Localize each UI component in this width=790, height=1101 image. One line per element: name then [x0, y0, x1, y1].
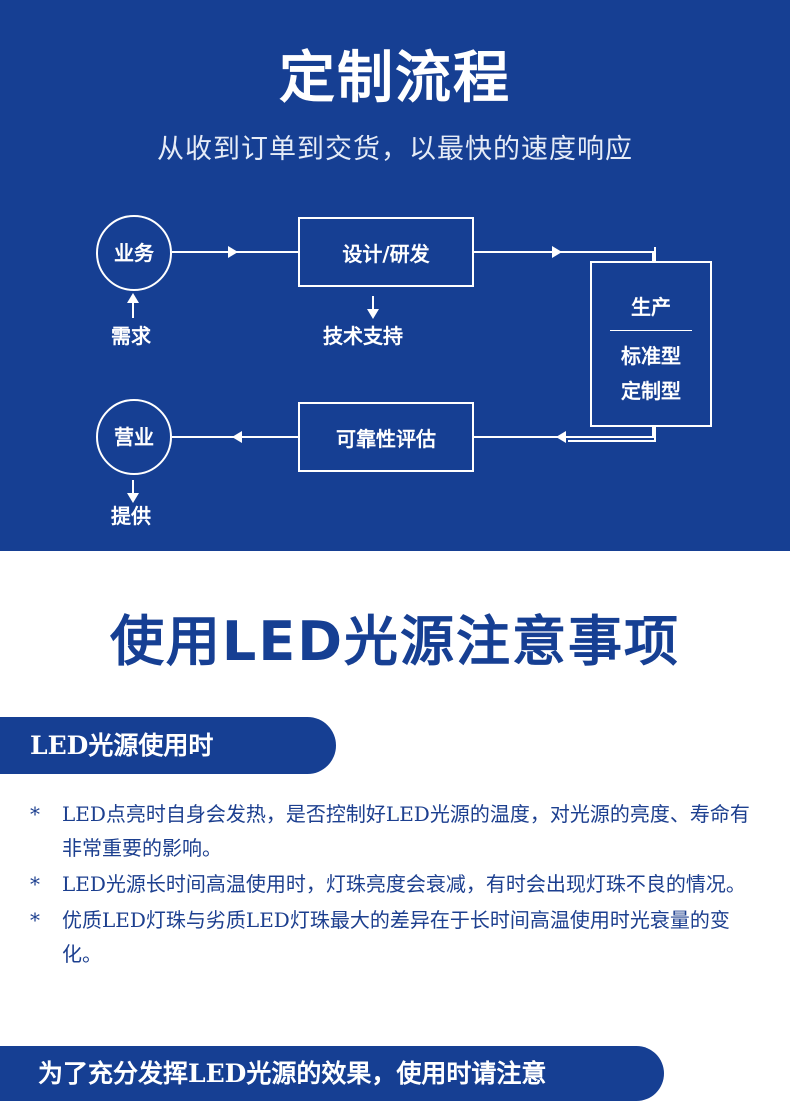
- node-reliability-label: 可靠性评估: [336, 426, 436, 451]
- list-item-text: LED光源长时间高温使用时，灯珠亮度会衰减，有时会出现灯珠不良的情况。: [62, 872, 746, 896]
- node-sales: 营业: [96, 399, 172, 475]
- node-design: 设计/研发: [298, 217, 474, 287]
- connector-design-production: [474, 251, 654, 261]
- list-item: * LED点亮时自身会发热，是否控制好LED光源的温度，对光源的亮度、寿命有非常…: [30, 797, 760, 865]
- node-business: 业务: [96, 215, 172, 291]
- node-production: 生产 标准型 定制型: [590, 261, 712, 427]
- bullet-star: *: [30, 802, 40, 826]
- production-divider: [610, 330, 692, 331]
- node-tech-support-label: 技术支持: [323, 324, 403, 348]
- bullet-star: *: [30, 872, 40, 896]
- node-provide-label: 提供: [111, 504, 151, 528]
- process-title: 定制流程: [279, 46, 511, 111]
- section1-banner: LED光源使用时: [0, 717, 336, 774]
- notice-heading: 使用LED光源注意事项: [109, 610, 681, 673]
- arrowhead-down-provide: [127, 493, 139, 503]
- arrowhead-up-demand: [127, 293, 139, 303]
- notice-list: * LED点亮时自身会发热，是否控制好LED光源的温度，对光源的亮度、寿命有非常…: [30, 797, 760, 973]
- bullet-star: *: [30, 908, 40, 932]
- process-section: 定制流程 从收到订单到交货，以最快的速度响应: [0, 0, 790, 551]
- arrowhead-left-2: [232, 431, 242, 443]
- section2-title: 为了充分发挥LED光源的效果，使用时请注意: [38, 1059, 547, 1088]
- process-subtitle: 从收到订单到交货，以最快的速度响应: [157, 134, 633, 165]
- section1-title: LED光源使用时: [30, 731, 214, 760]
- list-item-text: LED点亮时自身会发热，是否控制好LED光源的温度，对光源的亮度、寿命有非常重要…: [62, 802, 750, 860]
- node-standard-type: 标准型: [621, 344, 681, 368]
- connector-production-reliability: [474, 427, 654, 438]
- node-production-label: 生产: [631, 295, 671, 319]
- flow-connectors: [127, 246, 654, 503]
- list-item: * 优质LED灯珠与劣质LED灯珠最大的差异在于长时间高温使用时光衰量的变化。: [30, 903, 760, 971]
- arrowhead-left-1: [556, 431, 566, 443]
- node-design-label: 设计/研发: [342, 241, 430, 266]
- list-item-text: 优质LED灯珠与劣质LED灯珠最大的差异在于长时间高温使用时光衰量的变化。: [62, 908, 730, 966]
- arrowhead-right-2: [552, 246, 562, 258]
- list-item: * LED光源长时间高温使用时，灯珠亮度会衰减，有时会出现灯珠不良的情况。: [30, 867, 760, 901]
- node-reliability: 可靠性评估: [298, 402, 474, 472]
- section2-banner: 为了充分发挥LED光源的效果，使用时请注意: [0, 1046, 664, 1101]
- arrowhead-down-tech: [367, 309, 379, 319]
- node-custom-type: 定制型: [621, 379, 681, 403]
- arrowhead-right-1: [228, 246, 238, 258]
- node-demand-label: 需求: [111, 324, 151, 348]
